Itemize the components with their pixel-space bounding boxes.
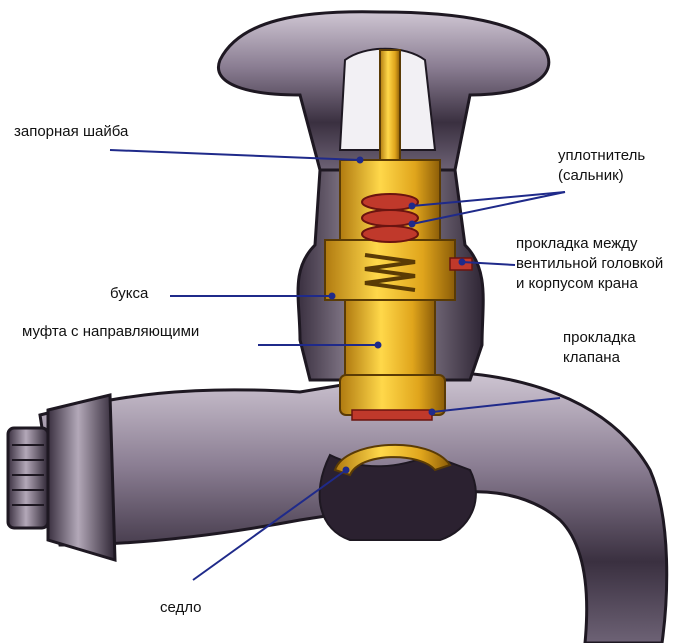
valve-gasket [351, 409, 433, 421]
seat-ring [333, 443, 452, 477]
spring [364, 253, 416, 292]
label-guide-coupling: муфта с направляющими [22, 323, 200, 340]
inner-cavity [318, 453, 477, 541]
label-head-gasket: прокладка между вентильной головкой и ко… [516, 235, 664, 292]
label-valve-gasket: прокладка клапана [563, 329, 636, 366]
label-lock-washer: запорная шайба [14, 123, 129, 140]
label-seal: уплотнитель (сальник) [558, 147, 646, 184]
seal-rings [361, 193, 419, 243]
brass-valve-head [324, 49, 456, 416]
label-bushing: букса [110, 285, 149, 302]
thread-inlet [6, 393, 117, 563]
leader-lines [109, 149, 566, 581]
label-seat: седло [160, 599, 202, 616]
